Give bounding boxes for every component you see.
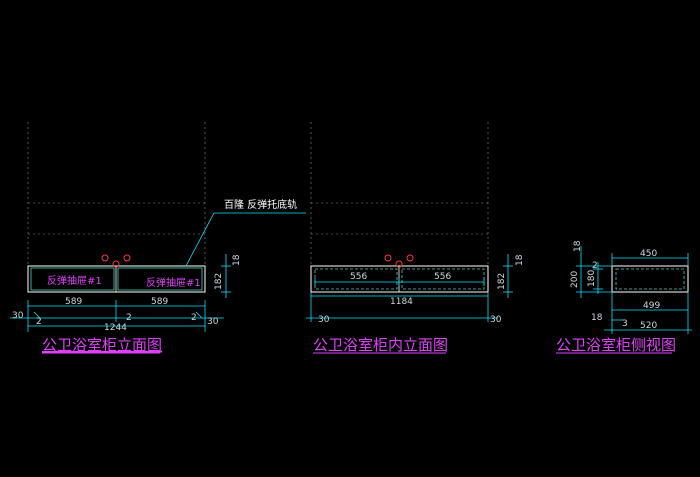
elevation-drawer-left [30,267,115,291]
interior-vertical-dims [503,254,513,298]
interior-guides [310,122,489,266]
elevation-vertical-dims [221,254,231,298]
elevation-cabinet-outline [27,265,206,293]
elevation-offset-left-dim: 30 [12,311,24,321]
side-bottom-left-dim: 18 [591,313,603,323]
elevation-left-width-dim: 589 [65,297,82,307]
elevation-gap-left-dim: 2 [36,317,42,327]
elevation-guides [27,122,206,266]
elevation-top-dim: 18 [232,254,242,266]
interior-offset-right-dim: 30 [490,315,502,325]
interior-right-width-dim: 556 [434,272,451,282]
side-view: 450 499 520 18 3 200 180 18 2 公卫浴室柜侧视图 [556,240,692,354]
elevation-view: 反弹抽屉#1 反弹抽屉#1 百隆 反弹托底轨 182 18 589 589 12… [10,122,306,354]
interior-offset-left-dim: 30 [318,315,330,325]
interior-title: 公卫浴室柜内立面图 [313,336,448,354]
side-bottom-right-dim: 3 [622,319,628,329]
side-height-dim: 200 [570,271,580,288]
side-top-depth-dim: 450 [640,249,657,259]
interior-view: 556 556 1184 30 30 182 18 公卫浴室柜内立面图 [306,122,525,354]
interior-total-dim: 1184 [390,297,413,307]
drawer-right-label: 反弹抽屉#1 [146,276,201,289]
rail-callout-label: 百隆 反弹托底轨 [224,198,297,211]
elevation-right-width-dim: 589 [151,297,168,307]
interior-cabinet-outline [310,265,489,293]
interior-top-dim: 18 [515,254,525,266]
drawer-left-label: 反弹抽屉#1 [47,274,102,287]
side-inner-height-dim: 180 [587,270,597,287]
elevation-offset-right-dim: 30 [207,317,219,327]
elevation-horizontal-dims [10,300,224,332]
elevation-total-dim: 1244 [104,323,127,333]
faucet-icon [101,254,131,268]
side-cabinet-outline [611,265,689,293]
side-title: 公卫浴室柜侧视图 [556,336,676,354]
interior-faucet-icon [384,254,414,268]
rail-callout-leader [185,212,306,267]
side-drawer-outline [615,268,685,290]
elevation-gap-right-dim: 2 [191,313,197,323]
interior-left-width-dim: 556 [350,272,367,282]
side-inner-depth-dim: 499 [643,301,660,311]
elevation-title: 公卫浴室柜立面图 [42,336,162,354]
elevation-gap-mid-dim: 2 [126,313,132,323]
interior-height-dim: 182 [497,273,507,290]
interior-drawer-left [314,268,398,290]
elevation-height-dim: 182 [214,273,224,290]
side-total-depth-dim: 520 [640,321,657,331]
elevation-drawer-right [117,267,203,291]
side-gap-dim: 2 [592,261,598,271]
interior-inner-dims [306,278,498,322]
side-vertical-dims [576,246,612,298]
side-top-dim: 18 [573,240,583,252]
side-horizontal-dims [604,253,692,334]
